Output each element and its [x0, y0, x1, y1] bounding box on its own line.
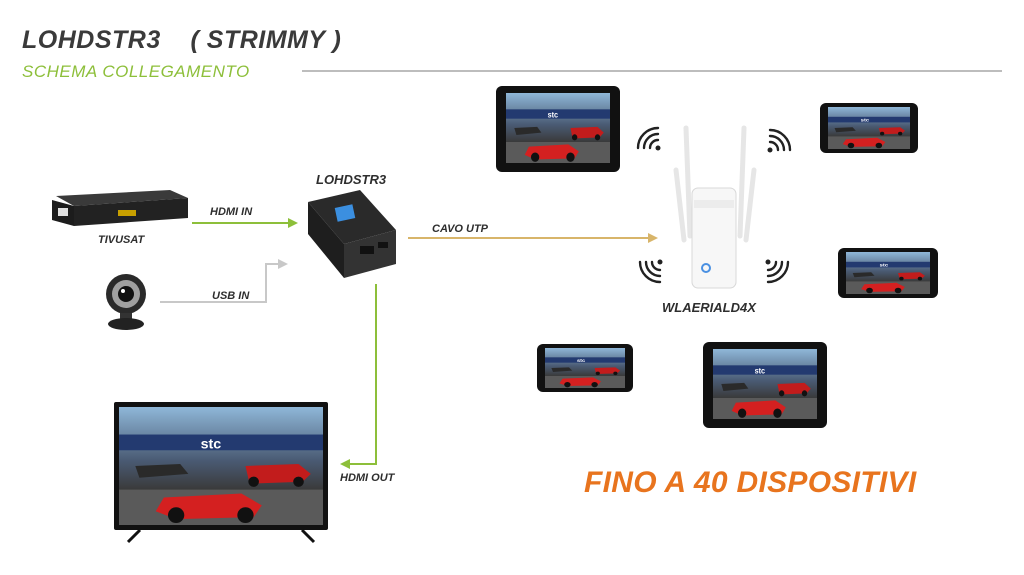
encoder-device: [308, 190, 396, 278]
tablet-bottom: [703, 342, 827, 428]
tablet-top-left: [496, 86, 620, 172]
utp-label: CAVO UTP: [432, 223, 489, 235]
phone-mid-right: [838, 248, 938, 298]
wifi-icon-bottom-left: [638, 259, 663, 284]
max-devices-banner: FINO A 40 DISPOSITIVI: [584, 466, 917, 499]
usb-in-arrow: [278, 259, 288, 269]
webcam-device: [106, 274, 146, 330]
encoder-label: LOHDSTR3: [316, 172, 387, 187]
page-title: LOHDSTR3 ( STRIMMY ): [22, 26, 342, 54]
repeater-label: WLAERIALD4X: [662, 300, 756, 315]
usb-in-cable: [160, 263, 278, 303]
repeater-device: [673, 125, 757, 289]
usb-in-label: USB IN: [212, 290, 250, 302]
wifi-icon-top-right: [767, 128, 792, 153]
page-subtitle: SCHEMA COLLEGAMENTO: [22, 62, 250, 81]
hdmi-in-arrow: [288, 218, 298, 228]
decoder-device: [52, 190, 188, 226]
hdmi-out-cable: [350, 284, 377, 465]
decoder-label: TIVUSAT: [98, 234, 145, 246]
phone-bottom-left: [537, 344, 633, 392]
hdmi-out-arrow: [340, 459, 350, 469]
utp-arrow: [648, 233, 658, 243]
hdmi-in-label: HDMI IN: [210, 206, 253, 218]
tv-device: [114, 402, 328, 544]
wifi-icon-bottom-right: [765, 259, 790, 284]
hdmi-out-label: HDMI OUT: [340, 472, 395, 484]
header-divider: [302, 70, 1002, 72]
wifi-icon-top-left: [636, 126, 661, 151]
phone-top-right: [820, 103, 918, 153]
